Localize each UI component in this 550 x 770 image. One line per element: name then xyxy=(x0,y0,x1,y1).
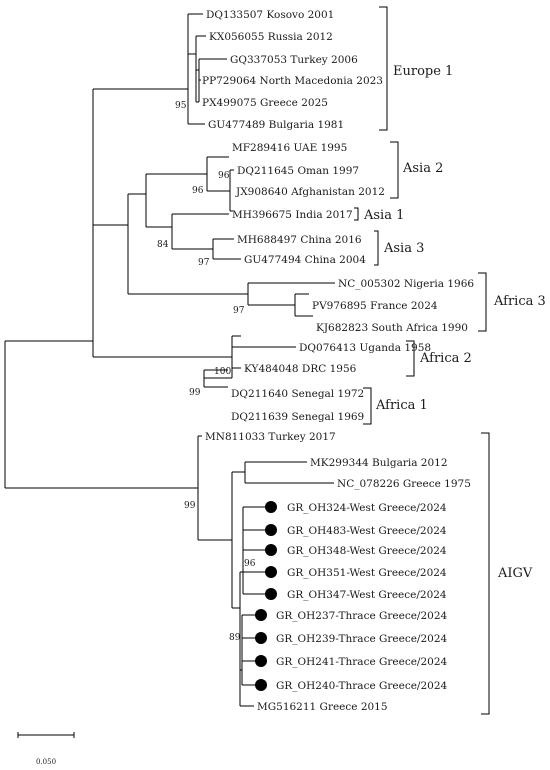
leaf-label: KJ682823 South Africa 1990 xyxy=(316,322,468,334)
leaf-label: GR_OH237-Thrace Greece/2024 xyxy=(276,610,448,622)
bootstrap-value: 96 xyxy=(192,186,204,196)
bootstrap-value: 95 xyxy=(175,101,187,111)
bootstrap-value: 96 xyxy=(218,171,230,181)
bootstrap-value: 97 xyxy=(233,306,245,316)
bootstrap-value: 97 xyxy=(198,258,210,268)
leaf-label: GQ337053 Turkey 2006 xyxy=(230,54,358,66)
sample-dot-icon xyxy=(265,588,277,600)
clade-label-africa1: Africa 1 xyxy=(375,398,428,413)
scale-bar-label: 0.050 xyxy=(36,758,56,766)
bootstrap-value: 96 xyxy=(244,559,256,569)
leaf-label: PP729064 North Macedonia 2023 xyxy=(202,75,383,87)
leaf-label: GR_OH240-Thrace Greece/2024 xyxy=(276,680,448,692)
leaf-label: MK299344 Bulgaria 2012 xyxy=(310,457,448,469)
leaf-label: MN811033 Turkey 2017 xyxy=(205,431,336,443)
sample-dot-icon xyxy=(265,566,277,578)
leaf-label: DQ211645 Oman 1997 xyxy=(237,165,359,177)
clade-label-africa2: Africa 2 xyxy=(419,351,472,366)
clade-label-asia1: Asia 1 xyxy=(363,208,404,223)
clade-label-asia3: Asia 3 xyxy=(383,241,424,256)
clade-bracket xyxy=(481,432,490,715)
clade-bracket xyxy=(374,230,379,266)
clade-bracket xyxy=(390,141,399,199)
bootstrap-values: 95 96 96 84 97 97 100 99 99 89 96 xyxy=(157,101,256,643)
sample-dot-icon xyxy=(255,679,267,691)
bootstrap-value: 100 xyxy=(214,367,231,377)
leaf-label: GR_OH239-Thrace Greece/2024 xyxy=(276,633,448,645)
leaf-label: GR_OH347-West Greece/2024 xyxy=(287,589,447,601)
leaf-label: GR_OH241-Thrace Greece/2024 xyxy=(276,656,448,668)
leaf-label: DQ133507 Kosovo 2001 xyxy=(206,9,334,21)
leaf-label: MH396675 India 2017 xyxy=(232,209,353,221)
leaf-label: DQ211639 Senegal 1969 xyxy=(231,411,364,423)
leaf-label: PV976895 France 2024 xyxy=(312,300,438,312)
sample-dot-icon xyxy=(255,609,267,621)
clade-bracket xyxy=(363,387,372,425)
leaf-label: KY484048 DRC 1956 xyxy=(244,363,357,375)
sample-dot-icon xyxy=(265,524,277,536)
leaf-label: GR_OH348-West Greece/2024 xyxy=(287,545,447,557)
leaf-label: JX908640 Afghanistan 2012 xyxy=(235,186,385,198)
bootstrap-value: 84 xyxy=(157,240,169,250)
leaf-label: KX056055 Russia 2012 xyxy=(209,31,333,43)
sample-dot-icon xyxy=(265,501,277,513)
scale-bar: 0.050 xyxy=(17,732,75,766)
clade-bracket xyxy=(379,6,388,131)
leaf-label: GR_OH483-West Greece/2024 xyxy=(287,525,447,537)
clade-bracket xyxy=(354,207,359,221)
clade-label-aigv: AIGV xyxy=(497,566,533,581)
bootstrap-value: 99 xyxy=(189,388,201,398)
leaf-label: GU477494 China 2004 xyxy=(244,254,366,266)
leaf-label: GU477489 Bulgaria 1981 xyxy=(208,119,344,131)
leaf-label: MG516211 Greece 2015 xyxy=(257,701,388,713)
clade-labels: Europe 1 Asia 2 Asia 1 Asia 3 Africa 3 A… xyxy=(363,64,546,581)
bootstrap-value: 99 xyxy=(184,501,196,511)
clade-bracket xyxy=(406,340,415,377)
tree-branches xyxy=(4,13,335,707)
sample-dot-icon xyxy=(255,655,267,667)
sample-dot-icon xyxy=(255,632,267,644)
leaf-label: GR_OH351-West Greece/2024 xyxy=(287,567,447,579)
clade-label-asia2: Asia 2 xyxy=(402,161,443,176)
sample-markers xyxy=(255,501,277,691)
leaf-label: PX499075 Greece 2025 xyxy=(202,97,328,109)
leaf-label: MH688497 China 2016 xyxy=(237,234,362,246)
clade-brackets xyxy=(354,6,490,715)
leaf-label: GR_OH324-West Greece/2024 xyxy=(287,502,447,514)
bootstrap-value: 89 xyxy=(229,633,241,643)
leaf-label: MF289416 UAE 1995 xyxy=(232,142,347,154)
clade-label-europe1: Europe 1 xyxy=(393,64,453,79)
sample-dot-icon xyxy=(265,544,277,556)
leaf-label: DQ211640 Senegal 1972 xyxy=(231,388,364,400)
leaf-label: NC_078226 Greece 1975 xyxy=(337,478,471,490)
leaf-label: NC_005302 Nigeria 1966 xyxy=(338,278,474,290)
leaf-labels: DQ133507 Kosovo 2001 KX056055 Russia 201… xyxy=(202,9,474,713)
leaf-label: DQ076413 Uganda 1958 xyxy=(299,342,431,354)
clade-bracket xyxy=(478,272,487,332)
clade-label-africa3: Africa 3 xyxy=(493,294,546,309)
